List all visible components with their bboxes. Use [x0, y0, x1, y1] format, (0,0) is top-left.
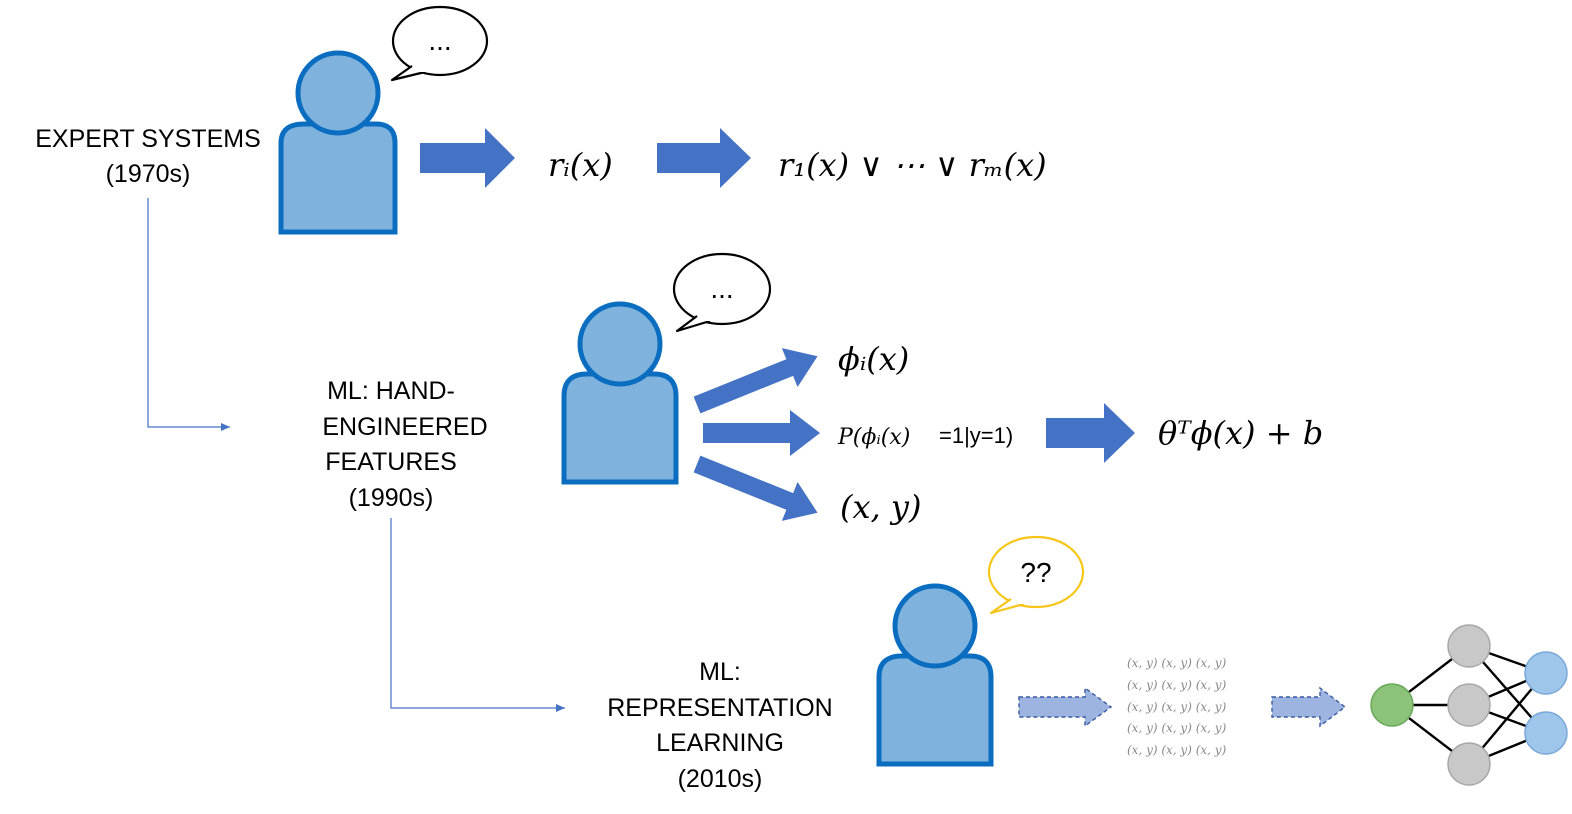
pair-formula: (x, y)	[840, 488, 921, 526]
probability-formula-part-a: P(ϕᵢ(x)	[837, 425, 910, 450]
data-row: (x, y) (x, y) (x, y)	[1127, 743, 1227, 757]
era-label-hand: ML: HAND- ENGINEERED FEATURES (1990s)	[322, 377, 487, 512]
era-title-line1: ML:	[699, 658, 741, 686]
dashed-arrow-icon	[1271, 686, 1347, 728]
era-title-line3: LEARNING	[656, 729, 784, 757]
data-pairs-grid: (x, y) (x, y) (x, y) (x, y) (x, y) (x, y…	[1127, 656, 1227, 757]
arrow-icon	[420, 128, 515, 188]
era-years: (2010s)	[678, 765, 763, 793]
person-icon	[876, 583, 994, 767]
arrow-icon	[693, 455, 818, 521]
probability-formula-part-b: =1|y=1)	[939, 423, 1013, 448]
disjunction-formula: r₁(x) ∨ ⋯ ∨ rₘ(x)	[778, 146, 1047, 184]
person-icon	[561, 301, 679, 485]
connector-expert-to-hand	[147, 198, 230, 431]
bubble-text: ??	[1020, 557, 1051, 588]
bubble-text: ...	[428, 25, 451, 56]
data-row: (x, y) (x, y) (x, y)	[1127, 678, 1227, 692]
era-label-expert: EXPERT SYSTEMS (1970s)	[35, 125, 261, 188]
dashed-arrow-icon	[1018, 686, 1113, 728]
era-label-repr: ML: REPRESENTATION LEARNING (2010s)	[607, 658, 833, 793]
arrow-icon	[1046, 403, 1135, 463]
era-title-line2: REPRESENTATION	[607, 694, 833, 722]
data-row: (x, y) (x, y) (x, y)	[1127, 700, 1227, 714]
linear-model-formula: θᵀϕ(x) + b	[1158, 414, 1323, 452]
era-title-line3: FEATURES	[325, 448, 457, 476]
neural-network-icon	[1370, 624, 1568, 786]
era-years: (1970s)	[106, 160, 191, 188]
data-row: (x, y) (x, y) (x, y)	[1127, 721, 1227, 735]
arrow-icon	[693, 348, 818, 414]
arrow-icon	[703, 410, 820, 456]
feature-formula: ϕᵢ(x)	[838, 340, 909, 378]
rule-formula: rᵢ(x)	[548, 146, 613, 184]
era-years: (1990s)	[349, 484, 434, 512]
era-title-line1: ML: HAND-	[327, 377, 455, 405]
probability-formula: P(ϕᵢ(x) =1|y=1)	[837, 423, 1013, 450]
era-title-line2: ENGINEERED	[322, 413, 487, 441]
speech-bubble-icon: ...	[390, 5, 489, 82]
person-icon	[278, 50, 398, 235]
speech-bubble-icon: ...	[672, 252, 772, 333]
connector-hand-to-repr	[390, 518, 565, 712]
speech-bubble-icon: ??	[987, 535, 1085, 615]
bubble-text: ...	[710, 273, 733, 304]
era-title: EXPERT SYSTEMS	[35, 125, 261, 153]
arrow-icon	[657, 128, 751, 188]
data-row: (x, y) (x, y) (x, y)	[1127, 656, 1227, 670]
